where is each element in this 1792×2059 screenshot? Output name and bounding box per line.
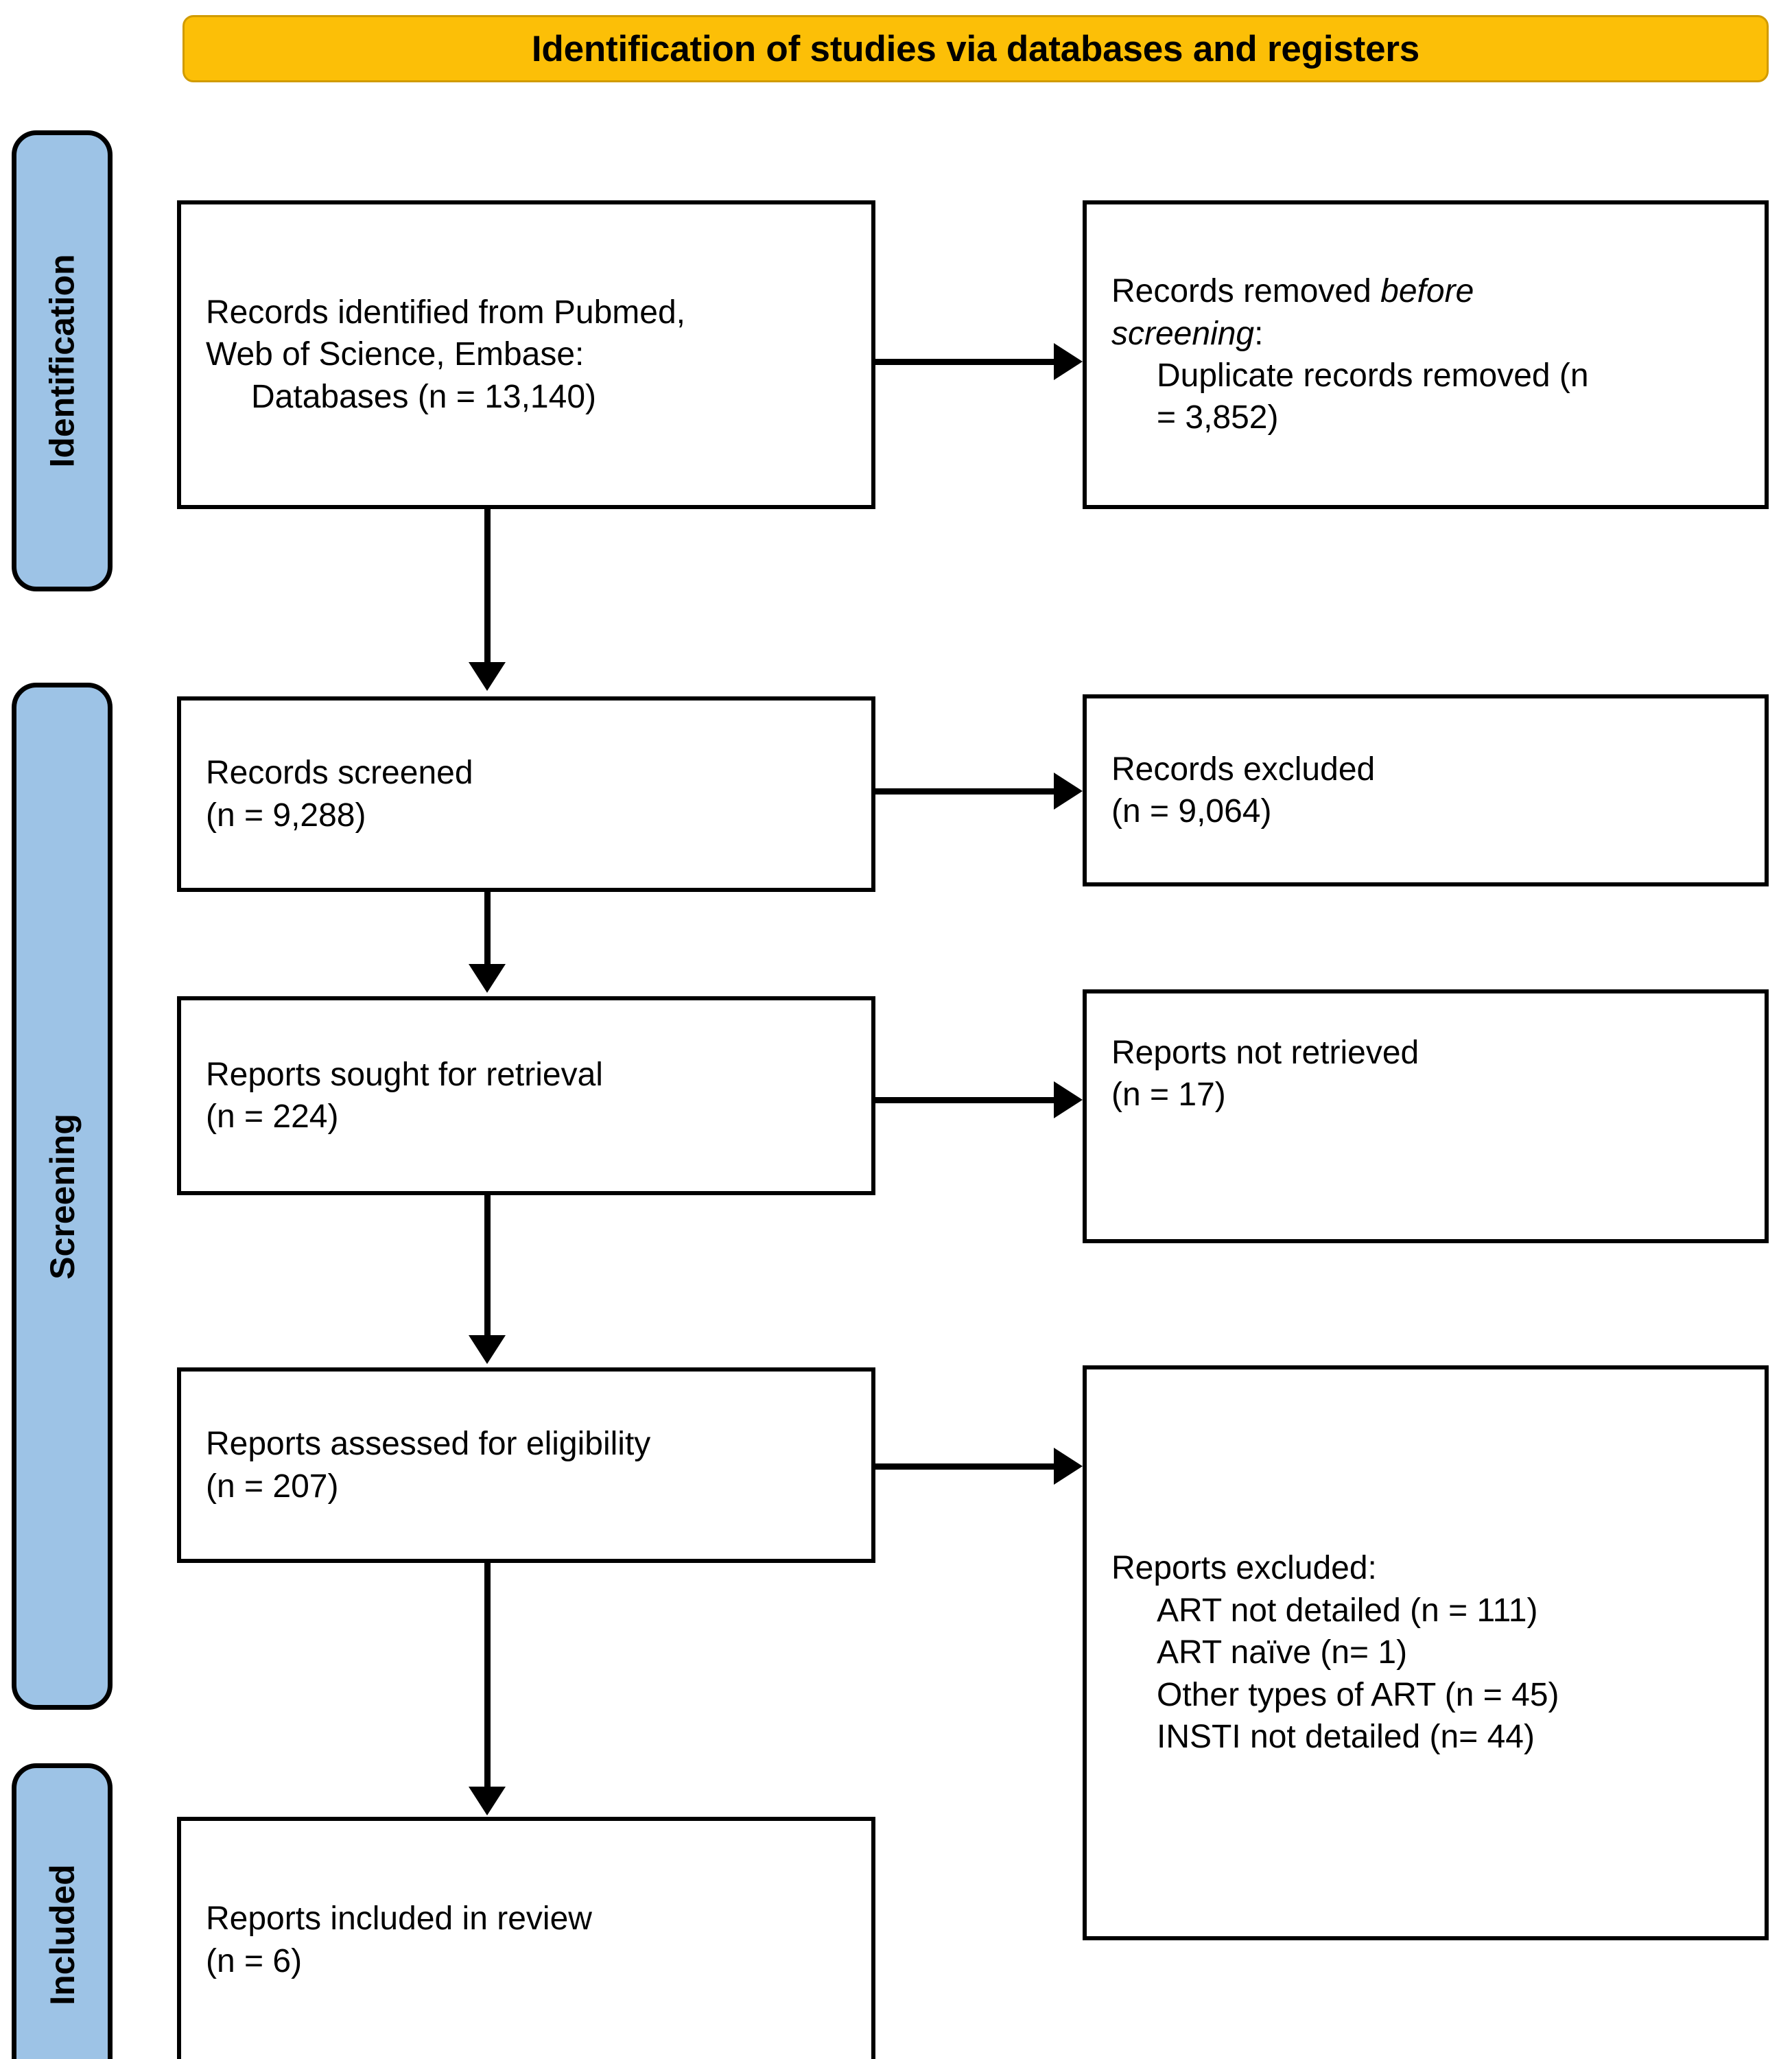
box-records-removed-before-screening: Records removed before screening: Duplic… — [1083, 200, 1769, 509]
reports-assessed-line-2: (n = 207) — [206, 1468, 339, 1505]
connector-assessed-to-included — [484, 1563, 491, 1788]
reports-excluded-title: Reports excluded: — [1111, 1550, 1377, 1587]
records-removed-title-line-2: screening: — [1111, 313, 1740, 355]
connector-screened-to-sought — [484, 892, 491, 966]
arrowhead-right-icon-2 — [1054, 773, 1083, 810]
reports-not-retrieved-line-1: Reports not retrieved — [1111, 1035, 1419, 1071]
reports-included-line-2: (n = 6) — [206, 1942, 303, 1979]
arrowhead-right-icon-4 — [1054, 1448, 1083, 1485]
connector-identified-to-removed — [871, 359, 1055, 365]
records-identified-line-1: Records identified from Pubmed, — [206, 294, 685, 331]
arrowhead-down-icon-4 — [469, 1787, 506, 1815]
connector-screened-to-records-excluded — [871, 788, 1055, 795]
box-reports-excluded: Reports excluded: ART not detailed (n = … — [1083, 1365, 1769, 1940]
connector-sought-to-assessed — [484, 1195, 491, 1338]
connector-assessed-to-reports-excluded — [871, 1463, 1055, 1470]
reports-excluded-reason-2: ART naïve (n= 1) — [1157, 1634, 1408, 1671]
reports-included-line-1: Reports included in review — [206, 1901, 592, 1938]
reports-excluded-reason-3: Other types of ART (n = 45) — [1157, 1676, 1559, 1713]
connector-identified-to-screened — [484, 509, 491, 666]
header-banner: Identification of studies via databases … — [182, 15, 1769, 82]
records-removed-detail-line-2: = 3,852) — [1157, 399, 1279, 436]
box-reports-included-in-review: Reports included in review (n = 6) — [177, 1817, 875, 2059]
box-records-screened: Records screened (n = 9,288) — [177, 696, 875, 892]
reports-excluded-reason-4: INSTI not detailed (n= 44) — [1157, 1719, 1535, 1756]
records-excluded-line-1: Records excluded — [1111, 751, 1376, 788]
reports-assessed-line-1: Reports assessed for eligibility — [206, 1426, 651, 1463]
connector-sought-to-not-retrieved — [871, 1097, 1055, 1103]
arrowhead-right-icon-1 — [1054, 343, 1083, 380]
box-reports-assessed-for-eligibility: Reports assessed for eligibility (n = 20… — [177, 1367, 875, 1563]
records-removed-title-plain: Records removed — [1111, 273, 1381, 310]
reports-excluded-reason-1: ART not detailed (n = 111) — [1157, 1592, 1538, 1629]
box-reports-not-retrieved: Reports not retrieved (n = 17) — [1083, 989, 1769, 1243]
records-identified-line-3: Databases (n = 13,140) — [251, 378, 596, 415]
records-screened-line-1: Records screened — [206, 755, 473, 792]
arrowhead-down-icon-3 — [469, 1335, 506, 1364]
stage-label-included-text: Included — [43, 1864, 82, 2005]
stage-label-screening: Screening — [12, 683, 113, 1710]
arrowhead-down-icon-1 — [469, 662, 506, 691]
records-removed-title-italic-2: screening — [1111, 315, 1255, 352]
records-excluded-line-2: (n = 9,064) — [1111, 793, 1272, 830]
records-removed-title-line-1: Records removed before — [1111, 270, 1740, 312]
stage-label-included: Included — [12, 1763, 113, 2059]
arrowhead-right-icon-3 — [1054, 1081, 1083, 1118]
arrowhead-down-icon-2 — [469, 964, 506, 993]
records-screened-line-2: (n = 9,288) — [206, 797, 366, 834]
records-removed-detail-line-1: Duplicate records removed (n — [1157, 357, 1589, 394]
box-reports-sought-for-retrieval: Reports sought for retrieval (n = 224) — [177, 996, 875, 1195]
stage-label-identification-text: Identification — [43, 254, 82, 468]
records-identified-line-2: Web of Science, Embase: — [206, 336, 585, 373]
reports-not-retrieved-line-2: (n = 17) — [1111, 1076, 1226, 1114]
records-removed-title-italic: before — [1380, 273, 1474, 310]
reports-sought-line-1: Reports sought for retrieval — [206, 1056, 603, 1093]
records-removed-title-colon: : — [1254, 315, 1264, 352]
stage-label-screening-text: Screening — [43, 1113, 82, 1280]
stage-label-identification: Identification — [12, 130, 113, 591]
box-records-excluded: Records excluded (n = 9,064) — [1083, 694, 1769, 886]
header-banner-title: Identification of studies via databases … — [531, 28, 1420, 69]
reports-sought-line-2: (n = 224) — [206, 1098, 339, 1135]
box-records-identified: Records identified from Pubmed, Web of S… — [177, 200, 875, 509]
